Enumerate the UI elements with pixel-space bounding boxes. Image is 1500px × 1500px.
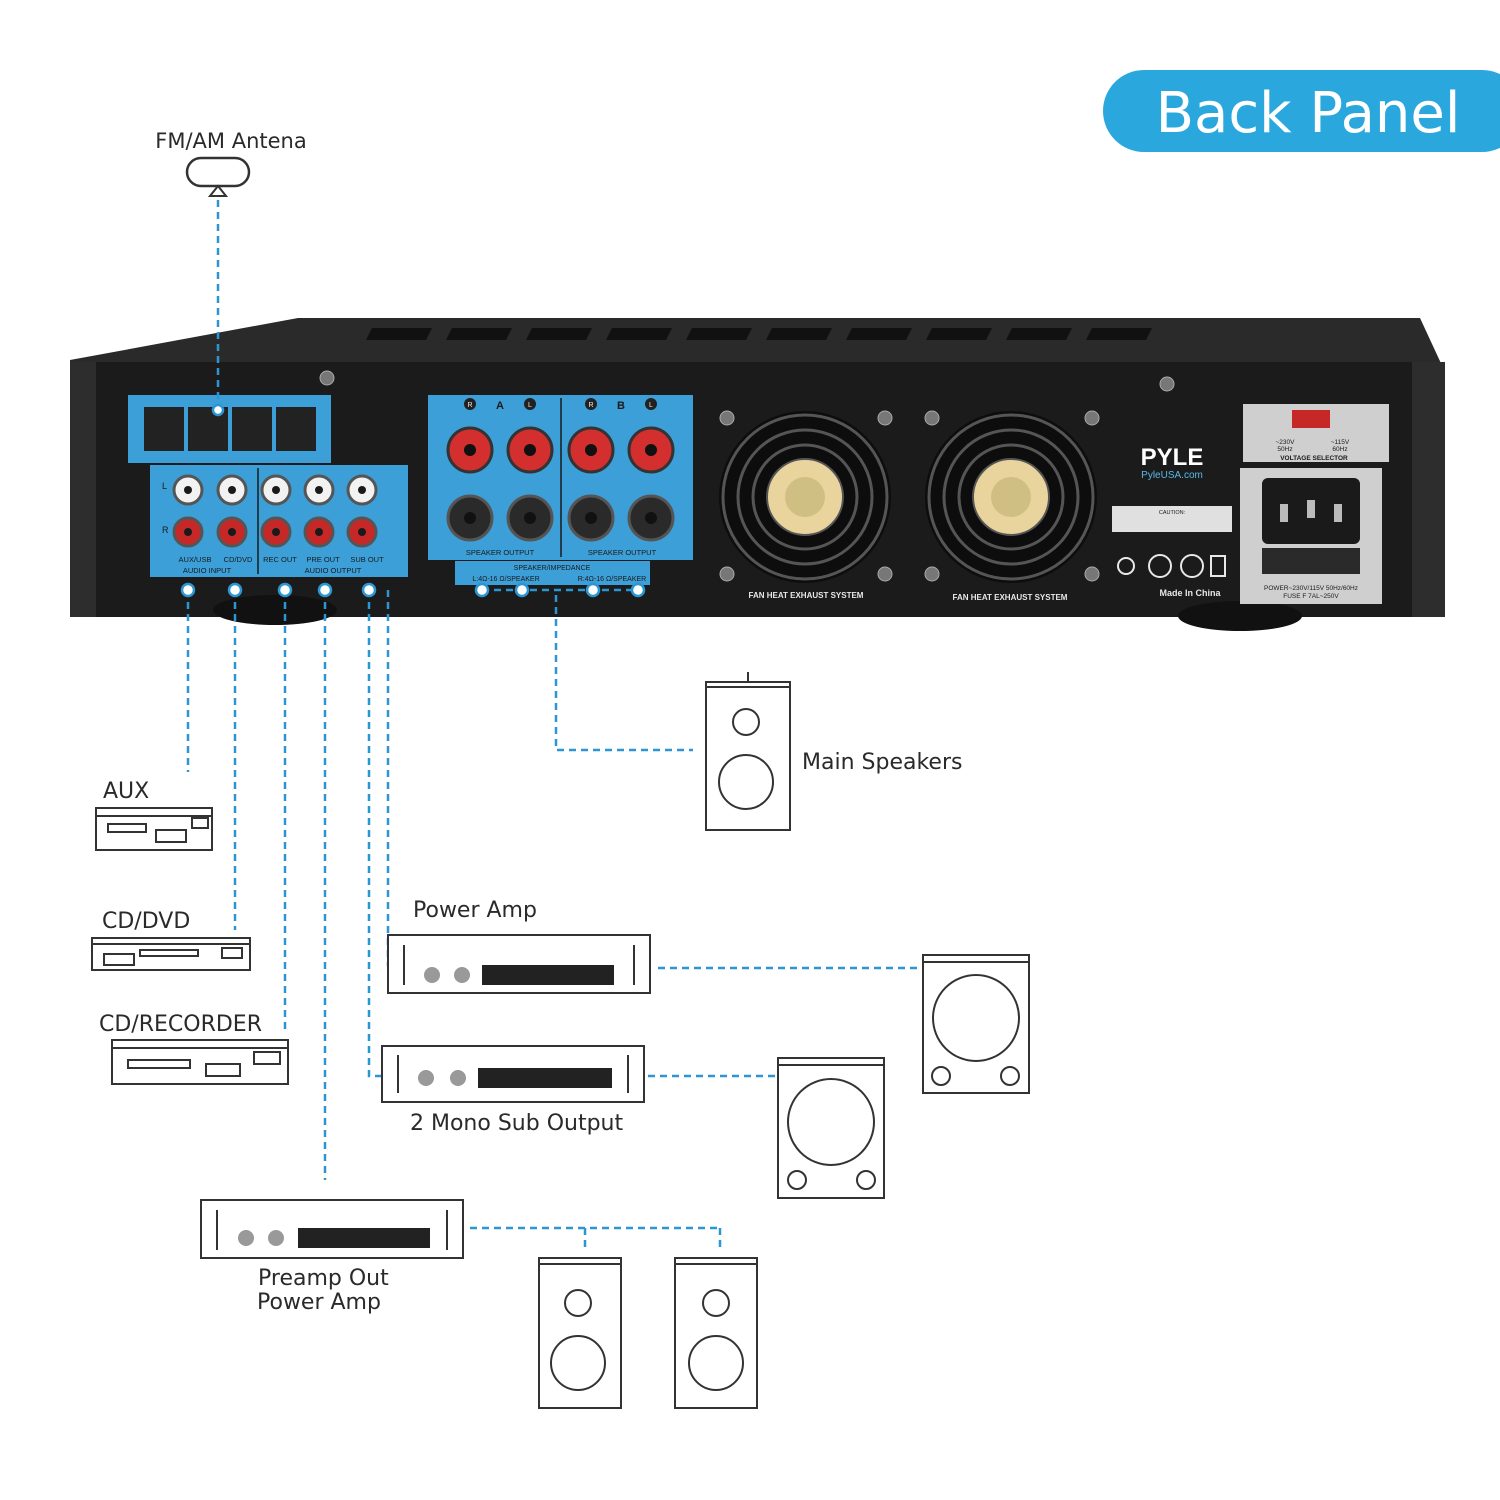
impedance-left-label: L:4Ω-16 Ω/SPEAKER (472, 576, 539, 583)
v230-hz-label: 50Hz (1277, 446, 1292, 453)
fan-label-right: FAN HEAT EXHAUST SYSTEM (953, 593, 1068, 602)
main-speaker-icon (705, 672, 791, 831)
fan-label-left: FAN HEAT EXHAUST SYSTEM (749, 591, 864, 600)
certification-icons (1117, 554, 1226, 578)
row-r-label: R (162, 525, 169, 535)
cooling-fan-left-icon (719, 411, 891, 583)
antenna-label: FM/AM Antena (155, 129, 306, 153)
speaker-binding-posts (446, 426, 675, 542)
speaker-output-label-a: SPEAKER OUTPUT (466, 548, 535, 557)
aux-device-icon (95, 807, 213, 851)
rec-out-label: REC OUT (263, 555, 297, 564)
voltage-selector-label: VOLTAGE SELECTOR (1280, 455, 1348, 462)
audio-input-label: AUDIO INPUT (183, 566, 232, 575)
connector-dots (180, 403, 646, 598)
ch-l-b: L (649, 402, 653, 409)
preamp-label-line1: Preamp Out (258, 1266, 389, 1291)
power-rating-line2: FUSE F 7AL~250V (1283, 593, 1339, 600)
cd-recorder-label: CD/RECORDER (99, 1012, 262, 1037)
ch-l-a: L (528, 402, 532, 409)
pre-out-label: PRE OUT (306, 555, 340, 564)
subwoofer-right-icon (922, 954, 1030, 1094)
cd-dvd-device-icon (91, 937, 251, 971)
rca-jacks (172, 474, 378, 548)
caution-label (1112, 506, 1232, 532)
badge-shape (1103, 70, 1500, 152)
brand-logo: PYLE (1141, 444, 1204, 471)
v230-label: ~230V (1276, 439, 1296, 446)
voltage-switch (1292, 410, 1330, 428)
cd-dvd-label: CD/DVD (102, 909, 190, 934)
aux-label: AUX (103, 779, 149, 804)
power-amp-label: Power Amp (413, 898, 537, 923)
brand-website: PyleUSA.com (1141, 470, 1203, 481)
speaker-right-icon (674, 1257, 758, 1409)
v115-hz-label: 60Hz (1332, 446, 1347, 453)
speaker-left-icon (538, 1257, 622, 1409)
row-l-label: L (162, 481, 167, 491)
channel-a-label: A (496, 400, 504, 412)
preamp-power-amp-device-icon (200, 1199, 464, 1259)
ch-r-a: R (467, 402, 472, 409)
amplifier-chassis: L R AUX/USB CD/DVD REC OUT PRE OUT SUB O… (70, 318, 1445, 631)
cd-dvd-jack-label: CD/DVD (224, 555, 253, 564)
ch-r-b: R (588, 402, 593, 409)
power-amp-device-icon (387, 934, 651, 994)
cd-recorder-device-icon (111, 1039, 289, 1085)
made-in-label: Made In China (1159, 588, 1221, 598)
sub-amp-device-icon (381, 1045, 645, 1103)
antenna-icon (185, 156, 251, 197)
subwoofer-left-icon (777, 1057, 885, 1199)
mono-sub-label: 2 Mono Sub Output (410, 1111, 623, 1136)
aux-usb-label: AUX/USB (179, 555, 212, 564)
badge-title: Back Panel (1156, 81, 1461, 146)
impedance-right-label: R:4Ω-16 Ω/SPEAKER (578, 576, 646, 583)
fuse-holder (1262, 548, 1360, 574)
channel-b-label: B (617, 400, 625, 412)
audio-output-label: AUDIO OUTPUT (305, 566, 362, 575)
power-rating-line1: POWER~230V/115V 50Hz/60Hz (1264, 585, 1358, 592)
v115-label: ~115V (1331, 439, 1350, 446)
caution-text: CAUTION: (1159, 510, 1186, 516)
cooling-fan-right-icon (925, 411, 1097, 583)
preamp-label-line2: Power Amp (257, 1290, 381, 1315)
sub-out-label: SUB OUT (350, 555, 384, 564)
back-panel-badge: Back Panel (1103, 70, 1500, 152)
impedance-strip (455, 561, 650, 585)
connection-wires (186, 200, 925, 1250)
speaker-output-label-b: SPEAKER OUTPUT (588, 548, 657, 557)
main-speakers-label: Main Speakers (802, 750, 962, 775)
speaker-impedance-label: SPEAKER/IMPEDANCE (514, 565, 591, 572)
